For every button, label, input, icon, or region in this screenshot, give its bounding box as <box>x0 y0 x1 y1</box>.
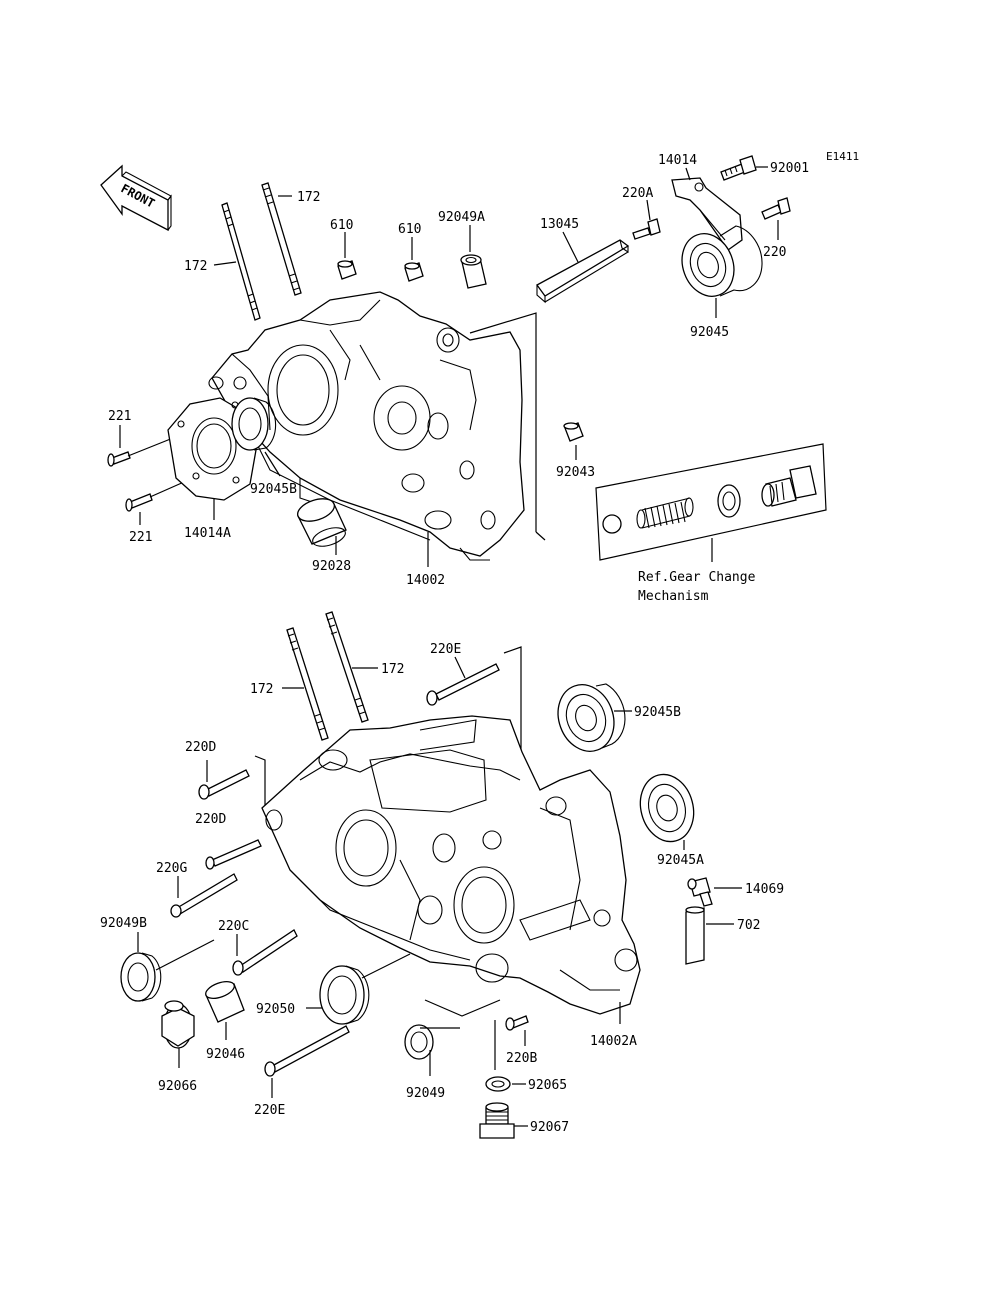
guide-13045 <box>536 239 630 304</box>
label-14069: 14069 <box>745 882 784 897</box>
label-92001: 92001 <box>770 161 809 176</box>
screw-221-lower <box>125 493 153 512</box>
bolt-220G-a <box>205 839 262 870</box>
label-92049A: 92049A <box>438 210 485 225</box>
label-92049B: 92049B <box>100 916 147 931</box>
ref-box <box>595 443 827 561</box>
front-arrow-icon: FRONT <box>100 164 172 232</box>
label-220G: 220G <box>156 861 187 876</box>
screw-220 <box>761 197 791 220</box>
oil-seal-92049A <box>460 254 487 289</box>
fitting-14069 <box>687 877 713 907</box>
tube-702 <box>685 906 705 965</box>
label-221: 221 <box>108 409 131 424</box>
ref-washer <box>717 484 741 518</box>
label-220C: 220C <box>218 919 249 934</box>
screw-221-upper <box>107 451 131 467</box>
stud-172-left <box>221 202 261 321</box>
leader-line <box>469 312 537 532</box>
pin-92043 <box>563 422 584 442</box>
label-172: 172 <box>250 682 273 697</box>
label-220: 220 <box>763 245 786 260</box>
bearing-92045 <box>681 225 763 297</box>
label-172: 172 <box>184 259 207 274</box>
bolt-92001 <box>720 155 757 181</box>
washer-92065 <box>485 1076 511 1092</box>
crankcase-14002A <box>261 715 641 1015</box>
label-172: 172 <box>297 190 320 205</box>
label-14002A: 14002A <box>590 1034 637 1049</box>
label-92028: 92028 <box>312 559 351 574</box>
label-92045A: 92045A <box>657 853 704 868</box>
label-92045B: 92045B <box>250 482 297 497</box>
bushing-92046 <box>205 981 245 1023</box>
label-220D: 220D <box>185 740 216 755</box>
label-221: 221 <box>129 530 152 545</box>
label-610: 610 <box>398 222 421 237</box>
bearing-92045B-upper <box>231 397 277 451</box>
label-14014A: 14014A <box>184 526 231 541</box>
ref-ball <box>602 514 622 534</box>
oil-seal-92049B <box>120 952 162 1002</box>
cap-92066 <box>161 1000 195 1049</box>
label-92045: 92045 <box>690 325 729 340</box>
label-92043: 92043 <box>556 465 595 480</box>
label-702: 702 <box>737 918 760 933</box>
label-220A: 220A <box>622 186 653 201</box>
bolt-220E-upper <box>426 663 500 706</box>
bearing-92045A <box>639 773 695 843</box>
diagram-code: E1411 <box>826 150 859 163</box>
screw-220B <box>505 1015 529 1031</box>
label-92067: 92067 <box>530 1120 569 1135</box>
oil-seal-92050 <box>319 965 370 1025</box>
label-220E: 220E <box>430 642 461 657</box>
oil-seal-92049 <box>404 1024 434 1060</box>
dowel-pin-610-b <box>404 262 424 282</box>
label-172: 172 <box>381 662 404 677</box>
label-14014: 14014 <box>658 153 697 168</box>
screw-220A <box>632 218 661 240</box>
ref-note-line2: Mechanism <box>638 589 709 604</box>
stud-172-right <box>261 182 302 296</box>
label-13045: 13045 <box>540 217 579 232</box>
ref-spring <box>636 497 694 529</box>
stud-172-lower-right <box>325 611 369 723</box>
label-92049: 92049 <box>406 1086 445 1101</box>
drain-plug-92067 <box>479 1102 515 1139</box>
crankcase-14002 <box>208 291 525 561</box>
label-92045B: 92045B <box>634 705 681 720</box>
bearing-92045B-lower <box>557 683 626 752</box>
label-92065: 92065 <box>528 1078 567 1093</box>
ref-plug <box>761 465 817 507</box>
label-220B: 220B <box>506 1051 537 1066</box>
label-92046: 92046 <box>206 1047 245 1062</box>
label-610: 610 <box>330 218 353 233</box>
bolt-220G-b <box>170 873 238 918</box>
bolt-220E-lower <box>264 1025 350 1077</box>
label-92066: 92066 <box>158 1079 197 1094</box>
label-92050: 92050 <box>256 1002 295 1017</box>
label-220D: 220D <box>195 812 226 827</box>
stud-172-lower-left <box>286 627 329 741</box>
label-14002: 14002 <box>406 573 445 588</box>
dowel-pin-610-a <box>337 260 357 280</box>
bolt-220D <box>198 769 250 800</box>
bushing-92028 <box>297 498 347 547</box>
ref-note-line1: Ref.Gear Change <box>638 570 756 585</box>
bolt-220C <box>232 929 298 976</box>
label-220E: 220E <box>254 1103 285 1118</box>
